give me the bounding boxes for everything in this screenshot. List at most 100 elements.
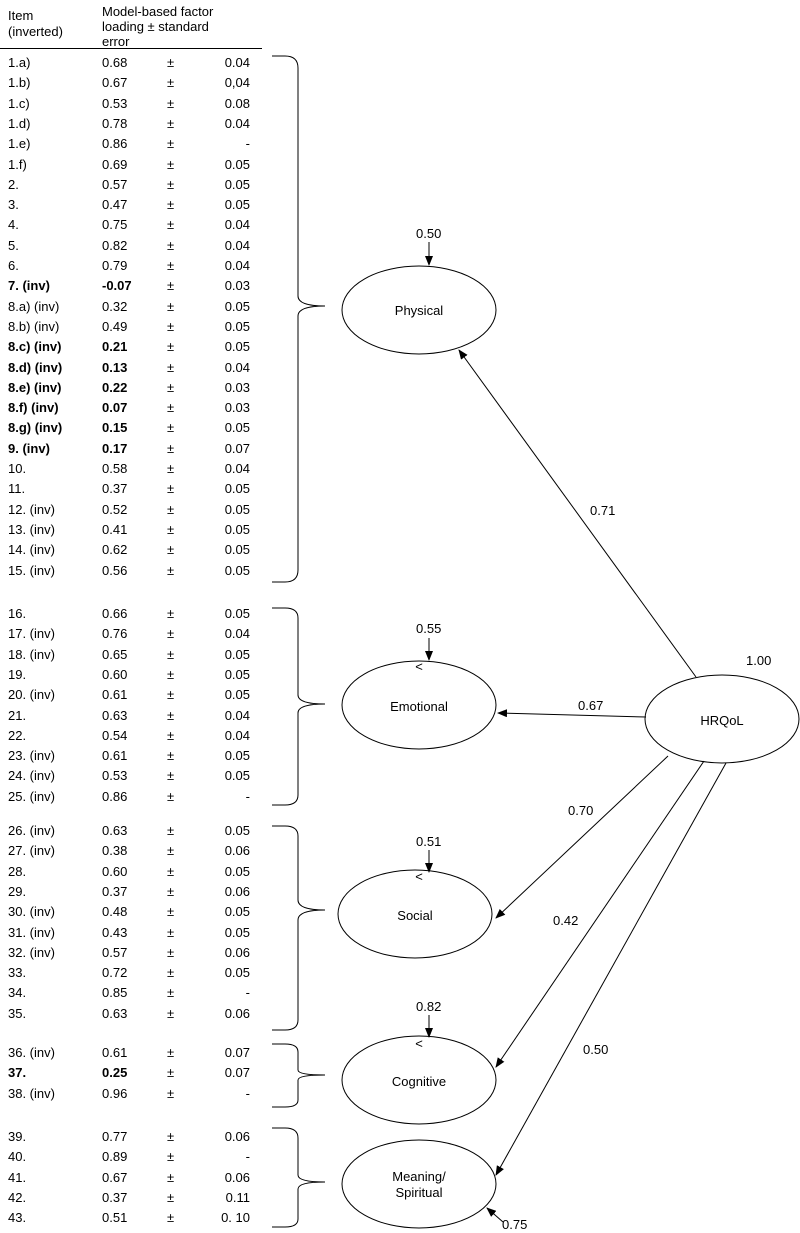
factor-label-cognitive: Cognitive — [392, 1074, 446, 1089]
table-se-cell: 0.11 — [225, 1189, 250, 1205]
table-pm-cell: ± — [167, 687, 175, 703]
table-loading-cell: 0.62 — [102, 542, 128, 558]
table-item-cell: 30. (inv) — [8, 904, 55, 920]
table-se-cell: 0.05 — [224, 197, 250, 213]
table-se-cell: 0.05 — [224, 863, 250, 879]
table-loading-cell: 0.67 — [102, 75, 128, 91]
table-se-cell: 0.05 — [224, 420, 250, 436]
table-loading-cell: 0.79 — [102, 258, 128, 273]
factor-ellipse-emotional — [341, 660, 497, 750]
table-item-cell: 20. (inv) — [8, 687, 55, 703]
table-item-cell: 8.d) (inv) — [8, 359, 63, 375]
table-pm-cell: ± — [167, 237, 175, 253]
table-se-cell: 0.06 — [224, 1129, 250, 1144]
table-loading-cell: 0.61 — [102, 687, 128, 703]
bracket-social — [272, 825, 326, 1031]
table-pm-cell: ± — [167, 339, 175, 355]
table-loading-cell: 0.37 — [102, 883, 128, 899]
table-item-cell: 26. (inv) — [8, 823, 55, 838]
table-se-cell: 0.05 — [224, 501, 250, 517]
table-se-cell: 0.06 — [224, 1005, 250, 1021]
table-loading-cell: 0.17 — [102, 440, 128, 456]
table-loading-cell: 0.49 — [102, 318, 128, 334]
table-se-cell: 0.05 — [224, 823, 250, 838]
residual-value-social: 0.51 — [416, 834, 441, 849]
table-loading-cell: 0.57 — [102, 176, 128, 192]
table-se-cell: 0.06 — [224, 883, 250, 899]
residual-value-physical: 0.50 — [416, 226, 441, 241]
table-item-cell: 12. (inv) — [8, 501, 55, 517]
table-item-cell: 42. — [8, 1189, 27, 1205]
table-se-cell: 0.03 — [224, 379, 250, 395]
table-item-cell: 28. — [8, 863, 27, 879]
table-se-cell: 0.06 — [224, 843, 250, 859]
table-se-cell: 0.05 — [224, 646, 250, 662]
table-item-cell: 33. — [8, 965, 27, 981]
table-item-cell: 19. — [8, 666, 27, 682]
table-pm-cell: ± — [167, 944, 175, 960]
table-loading-cell: 0.96 — [102, 1085, 128, 1101]
factor-mark-social: < — [415, 869, 423, 884]
table-item-cell: 5. — [8, 237, 19, 253]
general-factor-label: HRQoL — [700, 713, 743, 728]
table-loading-cell: 0.25 — [102, 1065, 128, 1081]
table-item-cell: 14. (inv) — [8, 542, 55, 558]
table-loading-cell: 0.58 — [102, 461, 128, 476]
table-loading-cell: 0.56 — [102, 562, 128, 578]
table-pm-cell: ± — [167, 420, 175, 436]
table-pm-cell: ± — [167, 1210, 175, 1226]
table-pm-cell: ± — [167, 1169, 175, 1185]
table-item-cell: 43. — [8, 1210, 27, 1226]
table-se-cell: 0.05 — [224, 606, 250, 621]
table-pm-cell: ± — [167, 258, 175, 273]
table-pm-cell: ± — [167, 1005, 175, 1021]
table-se-cell: - — [245, 1149, 250, 1165]
path-loading-emotional: 0.67 — [578, 698, 603, 713]
residual-value-meaning: 0.75 — [502, 1217, 527, 1232]
bracket-emotional — [272, 607, 326, 806]
factor-label-social: Social — [397, 908, 433, 923]
table-loading-cell: 0.78 — [102, 115, 128, 131]
table-item-cell: 17. (inv) — [8, 626, 55, 642]
table-pm-cell: ± — [167, 1045, 175, 1060]
table-item-cell: 1.b) — [8, 75, 31, 91]
bracket-cognitive — [272, 1043, 326, 1108]
table-item-cell: 38. (inv) — [8, 1085, 55, 1101]
bracket-physical — [272, 55, 326, 583]
table-item-cell: 8.b) (inv) — [8, 318, 60, 334]
table-loading-cell: 0.76 — [102, 626, 128, 642]
table-pm-cell: ± — [167, 481, 175, 497]
table-loading-cell: 0.43 — [102, 924, 128, 940]
table-se-cell: 0.03 — [224, 400, 250, 416]
table-item-cell: 1.c) — [8, 95, 30, 111]
table-pm-cell: ± — [167, 863, 175, 879]
table-item-cell: 25. (inv) — [8, 788, 55, 804]
table-item-cell: 10. — [8, 461, 27, 476]
table-loading-cell: 0.32 — [102, 298, 128, 314]
table-se-cell: - — [245, 136, 250, 152]
table-loading-cell: 0.13 — [102, 359, 128, 375]
table-loading-cell: 0.48 — [102, 904, 128, 920]
table-loading-cell: 0.07 — [102, 400, 128, 416]
path-arrow-cognitive — [495, 760, 705, 1068]
table-item-cell: 11. — [8, 481, 26, 497]
table-se-cell: 0.05 — [224, 298, 250, 314]
table-loading-cell: 0.60 — [102, 666, 128, 682]
table-pm-cell: ± — [167, 318, 175, 334]
table-loading-cell: 0.15 — [102, 420, 128, 436]
table-pm-cell: ± — [167, 904, 175, 920]
table-loading-cell: 0.37 — [102, 1189, 128, 1205]
table-item-cell: 16. — [8, 606, 27, 621]
table-loading-cell: 0.57 — [102, 944, 128, 960]
table-pm-cell: ± — [167, 115, 175, 131]
table-loading-cell: 0.86 — [102, 788, 128, 804]
table-item-cell: 8.a) (inv) — [8, 298, 60, 314]
table-loading-cell: 0.75 — [102, 217, 128, 233]
table-se-cell: 0,04 — [224, 75, 250, 91]
table-se-cell: 0.05 — [224, 542, 250, 558]
table-loading-cell: 0.47 — [102, 197, 128, 213]
table-se-cell: 0.05 — [224, 156, 250, 172]
table-se-cell: 0.05 — [224, 687, 250, 703]
table-item-cell: 1.f) — [8, 156, 27, 172]
